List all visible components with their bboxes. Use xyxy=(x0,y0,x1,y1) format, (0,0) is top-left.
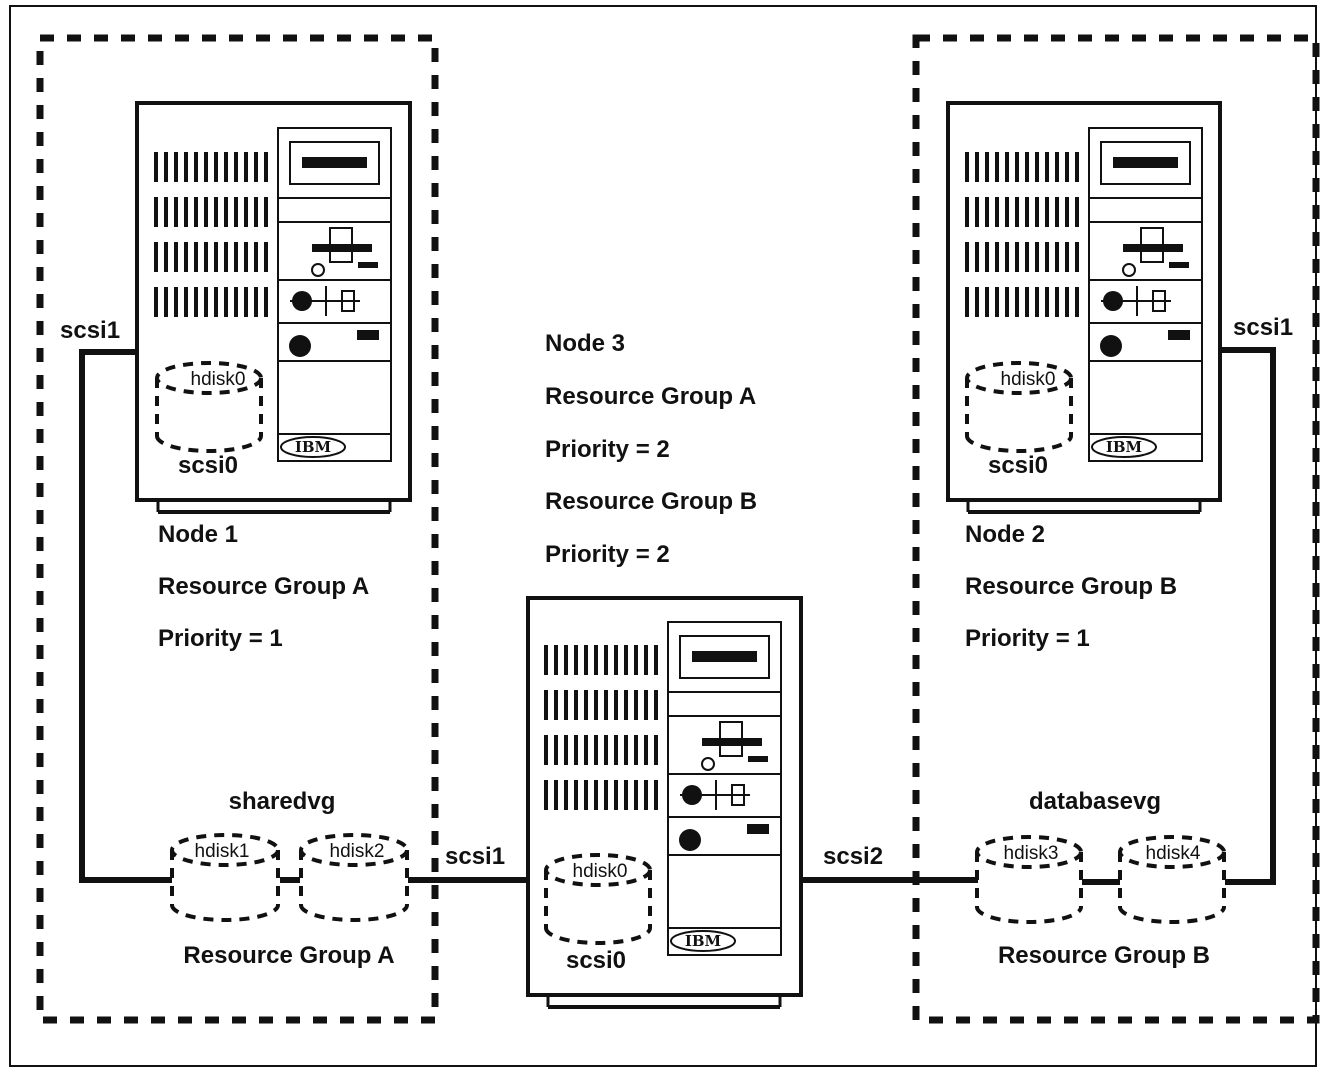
node3-title: Node 3 xyxy=(545,330,625,357)
node1-hdisk0-label: hdisk0 xyxy=(191,369,246,390)
node3-group-b: Resource Group B xyxy=(545,488,757,515)
node2-hdisk0-label: hdisk0 xyxy=(1001,369,1056,390)
databasevg-group: Resource Group B xyxy=(998,942,1210,969)
node1-hdisk0 xyxy=(155,361,263,453)
hdisk2-label: hdisk2 xyxy=(330,841,385,862)
node2-title: Node 2 xyxy=(965,521,1045,548)
node2-priority: Priority = 1 xyxy=(965,625,1090,652)
node2-scsi0-label: scsi0 xyxy=(988,452,1048,479)
node1-priority: Priority = 1 xyxy=(158,625,283,652)
drive-bay-panel: IBM xyxy=(277,127,392,462)
node1-brand: IBM xyxy=(295,438,331,456)
node1-scsi0-label: scsi0 xyxy=(178,452,238,479)
sharedvg-hdisk1 xyxy=(170,833,280,922)
ibm-logo xyxy=(280,436,346,458)
drive-bay-panel: IBM xyxy=(667,621,782,956)
hdisk4-label: hdisk4 xyxy=(1146,843,1201,864)
node3-scsi2-label: scsi2 xyxy=(823,843,883,870)
node1-group: Resource Group A xyxy=(158,573,369,600)
left-boundary xyxy=(36,34,439,1024)
sharedvg-hdisk2 xyxy=(299,833,409,922)
vent-grille xyxy=(965,152,1079,317)
node3-group-a: Resource Group A xyxy=(545,383,756,410)
node2-scsi1-label: scsi1 xyxy=(1233,314,1293,341)
node1-scsi1-cable xyxy=(79,349,172,883)
node2-hdisk0 xyxy=(965,361,1073,453)
node3-server: IBM hdisk0 scsi0 xyxy=(526,596,803,1009)
vent-grille xyxy=(154,152,268,317)
hdisk1-label: hdisk1 xyxy=(195,841,250,862)
node3-hdisk0-label: hdisk0 xyxy=(573,861,628,882)
node3-priority-a: Priority = 2 xyxy=(545,436,670,463)
node1-title: Node 1 xyxy=(158,521,238,548)
databasevg-title: databasevg xyxy=(1029,788,1161,815)
node2-server: IBM hdisk0 scsi0 xyxy=(946,101,1222,514)
node2-scsi1-cable xyxy=(1220,347,1276,885)
node3-brand: IBM xyxy=(685,932,721,950)
databasevg-hdisk4 xyxy=(1118,835,1226,924)
node3-scsi1-label: scsi1 xyxy=(445,843,505,870)
node3-hdisk0 xyxy=(544,853,652,945)
hdisk3-label: hdisk3 xyxy=(1004,843,1059,864)
node3-priority-b: Priority = 2 xyxy=(545,541,670,568)
right-boundary xyxy=(912,34,1320,1024)
node1-scsi1-label: scsi1 xyxy=(60,317,120,344)
node1-server: IBM hdisk0 scsi0 xyxy=(135,101,412,514)
node2-brand: IBM xyxy=(1106,438,1142,456)
ibm-logo xyxy=(1091,436,1157,458)
ibm-logo xyxy=(670,930,736,952)
sharedvg-group: Resource Group A xyxy=(183,942,394,969)
sharedvg-title: sharedvg xyxy=(229,788,336,815)
node2-group: Resource Group B xyxy=(965,573,1177,600)
vent-grille xyxy=(544,645,658,810)
databasevg-hdisk3 xyxy=(975,835,1083,924)
node3-scsi0-label: scsi0 xyxy=(566,947,626,974)
drive-bay-panel: IBM xyxy=(1088,127,1203,462)
